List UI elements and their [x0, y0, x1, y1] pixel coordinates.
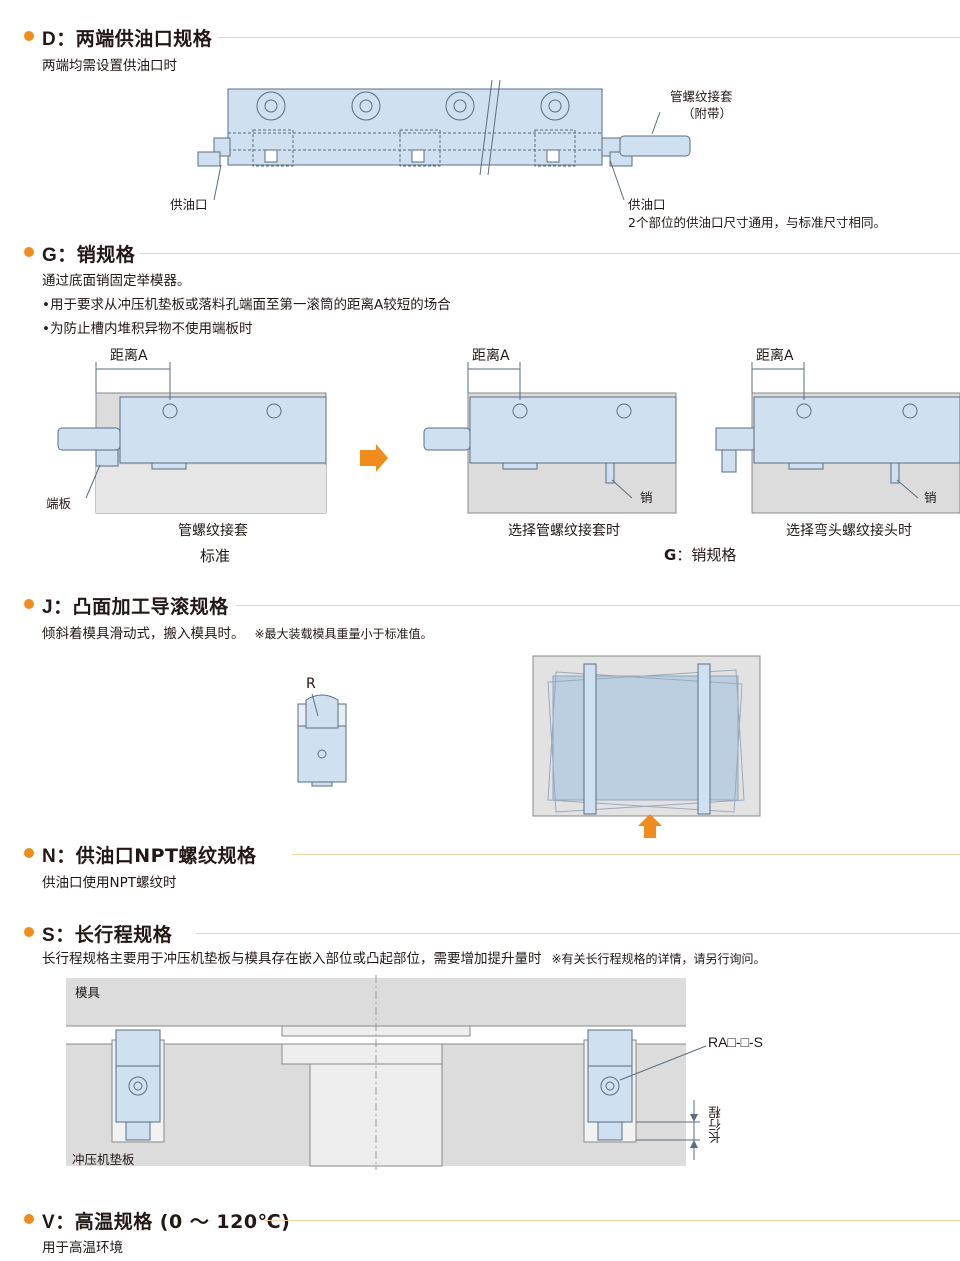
label-die: 模具	[75, 985, 101, 1000]
section-desc-n: 供油口使用NPT螺纹时	[42, 875, 177, 891]
section-bullet	[24, 927, 34, 937]
label-coupler-sub: （附带）	[682, 106, 733, 121]
label-pin: 销	[924, 490, 937, 505]
section-rule	[140, 253, 960, 254]
diagram-g	[57, 362, 960, 514]
diagram-d	[197, 79, 691, 201]
section-rule	[264, 1220, 960, 1221]
section-bullet	[24, 599, 34, 609]
label-bolster: 冲压机垫板	[72, 1152, 135, 1167]
section-bullet	[24, 31, 34, 41]
section-desc-d: 两端均需设置供油口时	[42, 58, 177, 74]
label-coupler: 管螺纹接套	[670, 89, 733, 104]
label-dist-a: 距离A	[110, 348, 148, 364]
caption-g-group: G：销规格	[664, 546, 737, 564]
caption-elbow-option: 选择弯头螺纹接头时	[786, 523, 912, 539]
section-desc-g-2: •用于要求从冲压机垫板或落料孔端面至第一滚筒的距离A较短的场合	[42, 297, 451, 313]
section-title-v: V：高温规格 (0 ～ 120℃)	[42, 1211, 291, 1233]
section-title-j: J：凸面加工导滚规格	[42, 596, 229, 618]
section-desc-g-1: 通过底面销固定举模器。	[42, 273, 191, 289]
section-bullet	[24, 1214, 34, 1224]
label-radius: R	[306, 676, 316, 692]
label-port-right: 供油口	[628, 197, 666, 212]
caption-coupler-option: 选择管螺纹接套时	[508, 523, 620, 539]
section-rule	[236, 605, 960, 606]
section-bullet	[24, 848, 34, 858]
label-end-plate: 端板	[46, 496, 72, 511]
caption-coupler: 管螺纹接套	[178, 523, 248, 539]
section-title-d: D：两端供油口规格	[42, 28, 213, 50]
label-stroke: 长行程	[708, 1106, 723, 1144]
section-title-g: G：销规格	[42, 244, 136, 266]
section-desc-v: 用于高温环境	[42, 1240, 123, 1256]
section-title-n: N：供油口NPT螺纹规格	[42, 845, 257, 867]
caption-standard: 标准	[200, 547, 231, 565]
section-desc-g-3: •为防止槽内堆积异物不使用端板时	[42, 321, 253, 337]
section-rule	[218, 37, 960, 38]
label-port-left: 供油口	[170, 197, 208, 212]
section-title-s: S：长行程规格	[42, 924, 173, 946]
section-desc-s: 长行程规格主要用于冲压机垫板与模具存在嵌入部位或凸起部位，需要增加提升量时※有关…	[42, 951, 766, 967]
section-rule	[292, 854, 960, 855]
diagram-j	[297, 655, 761, 838]
section-desc-j: 倾斜着模具滑动式，搬入模具时。※最大装载模具重量小于标准值。	[42, 626, 433, 642]
section-bullet	[24, 247, 34, 257]
label-dist-a: 距离A	[472, 348, 510, 364]
label-dist-a: 距离A	[756, 348, 794, 364]
section-rule	[196, 933, 960, 934]
diagram-s	[66, 975, 707, 1170]
label-model: RA□-□-S	[708, 1034, 764, 1050]
label-pin: 销	[640, 490, 653, 505]
label-port-note: 2个部位的供油口尺寸通用，与标准尺寸相同。	[628, 215, 886, 230]
